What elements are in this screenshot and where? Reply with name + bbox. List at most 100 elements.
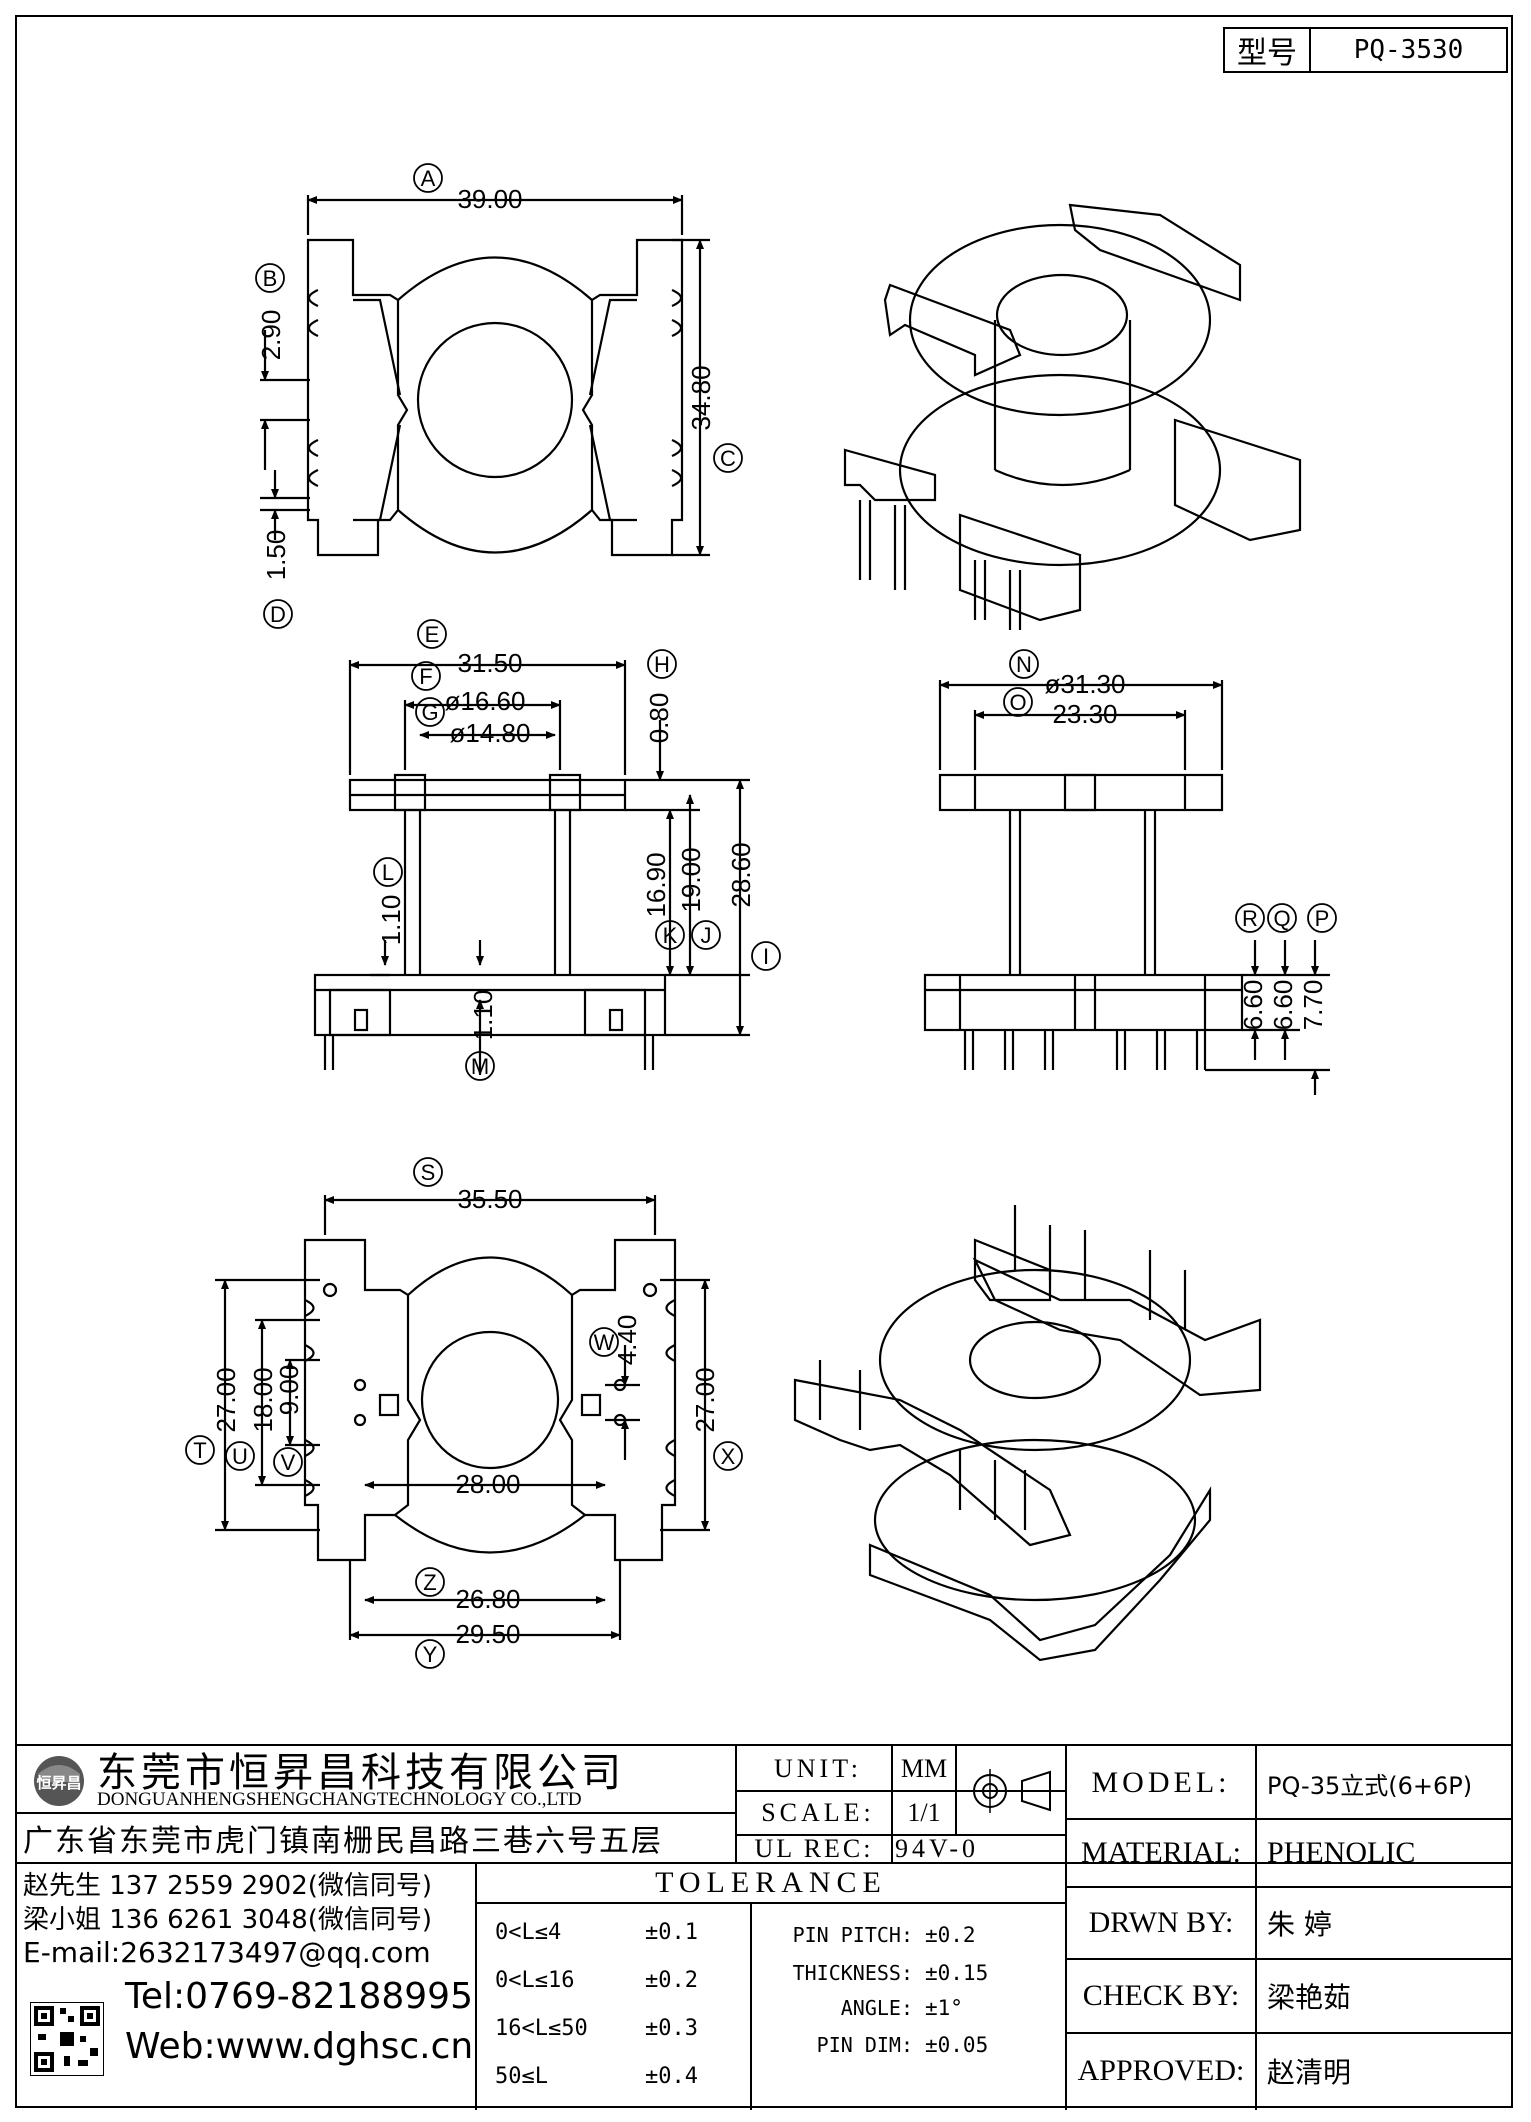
label-X: X xyxy=(713,1441,743,1471)
spec-value: ±0.15 xyxy=(925,1961,989,1985)
label-H: H xyxy=(647,649,677,679)
dim-S-value: 35.50 xyxy=(457,1184,522,1214)
top-view xyxy=(306,238,684,557)
drawn-by-value: 朱 婷 xyxy=(1267,1908,1332,1941)
tolerance-value: ±0.3 xyxy=(645,2015,698,2041)
svg-text:C: C xyxy=(720,446,736,471)
contact-1: 赵先生 137 2559 2902(微信同号) xyxy=(23,1870,433,1901)
model-number-label: 型号 xyxy=(1225,29,1311,71)
svg-text:X: X xyxy=(721,1444,736,1469)
tolerance-range: 0<L≤16 xyxy=(495,1967,575,1993)
spec-row: PIN PITCH: ±0.2 xyxy=(755,1912,1063,1958)
dim-R-value: 6.60 xyxy=(1238,980,1268,1031)
svg-text:F: F xyxy=(419,664,432,689)
svg-text:K: K xyxy=(663,923,678,948)
unit-label: UNIT: xyxy=(773,1754,863,1783)
dim-H-value: 0.80 xyxy=(644,693,674,744)
scale-label: SCALE: xyxy=(761,1798,875,1827)
label-F: F xyxy=(411,661,441,691)
contact-email: E-mail:2632173497@qq.com xyxy=(23,1935,431,1969)
title-block: 恒昇昌 东莞市恒昇昌科技有限公司 DONGUANHENGSHENGCHANGTE… xyxy=(15,1744,1513,2110)
material-value: PHENOLIC xyxy=(1267,1836,1416,1869)
svg-text:A: A xyxy=(421,166,436,191)
label-I: I xyxy=(751,941,781,971)
dim-L-value: 1.10 xyxy=(376,895,406,946)
side-view xyxy=(923,773,1244,1070)
label-D: D xyxy=(263,599,293,629)
svg-text:I: I xyxy=(763,944,769,969)
material-label: MATERIAL: xyxy=(1081,1836,1241,1869)
label-E: E xyxy=(417,619,447,649)
tolerance-value: ±0.1 xyxy=(645,1919,698,1945)
qr-code xyxy=(25,1974,109,2104)
tolerance-row: 0<L≤16 ±0.2 xyxy=(495,1956,750,2004)
svg-text:D: D xyxy=(270,602,286,627)
label-C: C xyxy=(713,443,743,473)
spec-row: PIN DIM: ±0.05 xyxy=(755,2028,1063,2062)
label-O: O xyxy=(1003,687,1033,717)
model-value: PQ-35立式(6+6P) xyxy=(1267,1771,1473,1800)
label-S: S xyxy=(413,1157,443,1187)
dim-X-value: 27.00 xyxy=(690,1367,720,1432)
company-name-en: DONGUANHENGSHENGCHANGTECHNOLOGY CO.,LTD xyxy=(97,1789,582,1810)
svg-text:U: U xyxy=(232,1444,248,1469)
svg-text:T: T xyxy=(193,1438,206,1463)
svg-text:G: G xyxy=(421,700,438,725)
dim-P-value: 7.70 xyxy=(1298,980,1328,1031)
tolerance-row: 16<L≤50 ±0.3 xyxy=(495,2004,750,2052)
label-P: P xyxy=(1307,903,1337,933)
technical-drawing: A 39.00 B 2.90 C 34.80 D 1.50 E 31.50 F … xyxy=(185,163,1337,1669)
dim-N-value: ø31.30 xyxy=(1045,669,1126,699)
label-B: B xyxy=(255,263,285,293)
contact-tel: Tel:0769-82188995 xyxy=(125,1975,473,2017)
dim-K-value: 16.90 xyxy=(641,852,671,917)
projection-symbol xyxy=(959,1750,1063,1832)
spec-value: ±0.2 xyxy=(925,1923,976,1947)
svg-text:H: H xyxy=(654,652,670,677)
label-A: A xyxy=(413,163,443,193)
tolerance-table: 0<L≤4 ±0.1 0<L≤16 ±0.2 16<L≤50 ±0.3 50≤L… xyxy=(495,1908,750,2100)
svg-text:Z: Z xyxy=(423,1570,436,1595)
tolerance-range: 0<L≤4 xyxy=(495,1919,562,1945)
dim-W-value: 4.40 xyxy=(612,1315,642,1366)
label-M: M xyxy=(465,1051,495,1081)
isometric-view-bottom xyxy=(793,1205,1262,1662)
svg-text:J: J xyxy=(701,923,712,948)
dim-D-value: 1.50 xyxy=(261,530,291,581)
spec-value: ±1° xyxy=(925,1996,963,2020)
dim-I-value: 28.60 xyxy=(726,842,756,907)
dim-B-value: 2.90 xyxy=(256,310,286,361)
label-N: N xyxy=(1009,649,1039,679)
contact-web: Web:www.dghsc.cn xyxy=(125,2025,474,2067)
company-logo: 恒昇昌 xyxy=(29,1754,89,1808)
svg-text:B: B xyxy=(263,266,278,291)
dim-J-value: 19.00 xyxy=(676,847,706,912)
dimension-labels: A 39.00 B 2.90 C 34.80 D 1.50 E 31.50 F … xyxy=(185,163,1337,1669)
label-V: V xyxy=(273,1447,303,1477)
label-Q: Q xyxy=(1267,903,1297,933)
spec-label: PIN PITCH: xyxy=(792,1923,913,1947)
svg-text:W: W xyxy=(594,1330,615,1355)
label-U: U xyxy=(225,1441,255,1471)
label-L: L xyxy=(373,857,403,887)
company-name-cn: 东莞市恒昇昌科技有限公司 xyxy=(97,1750,625,1796)
svg-text:L: L xyxy=(382,860,394,885)
ul-rec-label: UL REC: xyxy=(754,1834,874,1863)
dim-Q-value: 6.60 xyxy=(1268,980,1298,1031)
label-G: G xyxy=(415,697,445,727)
spec-table: PIN PITCH: ±0.2 THICKNESS: ±0.15 ANGLE: … xyxy=(755,1912,1063,2062)
svg-text:S: S xyxy=(421,1160,436,1185)
tolerance-range: 16<L≤50 xyxy=(495,2015,588,2041)
approved-label: APPROVED: xyxy=(1077,2054,1245,2087)
unit-value: MM xyxy=(900,1754,948,1783)
third-angle-projection-icon xyxy=(968,1769,1051,1813)
tolerance-row: 0<L≤4 ±0.1 xyxy=(495,1908,750,1956)
bottom-view xyxy=(303,1238,677,1562)
isometric-view-top xyxy=(843,203,1302,630)
check-by-value: 梁艳茹 xyxy=(1267,1981,1352,2014)
label-K: K xyxy=(655,920,685,950)
svg-text:O: O xyxy=(1009,690,1026,715)
spec-label: PIN DIM: xyxy=(816,2033,913,2057)
svg-text:R: R xyxy=(1242,906,1258,931)
dim-C-value: 34.80 xyxy=(686,365,716,430)
